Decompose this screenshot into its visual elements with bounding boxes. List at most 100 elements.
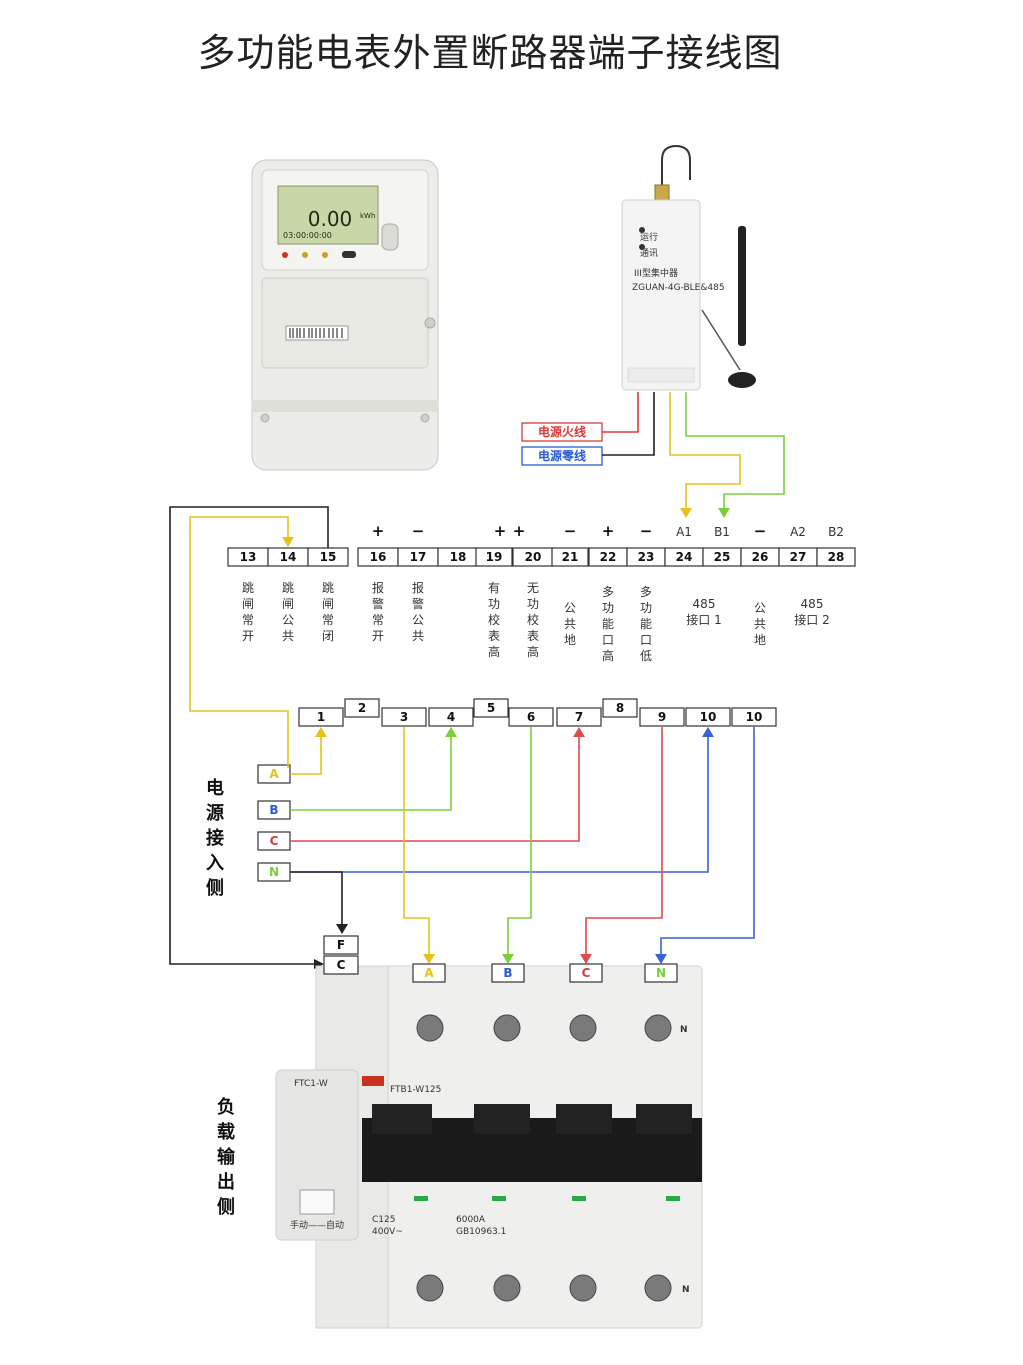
- terminal-15: 15: [307, 547, 349, 567]
- bottom-terminal-4: 4: [428, 707, 474, 727]
- terminal-number: 15: [320, 550, 337, 564]
- rs485-2-label-line1: 485: [801, 597, 824, 611]
- power-input-N: N: [257, 862, 291, 882]
- terminal-sign: A2: [790, 525, 806, 539]
- terminal-27: 27: [778, 547, 818, 567]
- rs485-1-label-line2: 接口 1: [686, 612, 721, 627]
- terminal-number: 5: [487, 701, 495, 715]
- comm-indicator-icon: [639, 244, 645, 250]
- breaker-phase-label: C: [582, 966, 591, 980]
- terminal-sign: B1: [714, 525, 730, 539]
- terminal-sign: −: [754, 522, 767, 540]
- terminal-number: 10: [700, 710, 717, 724]
- terminal-24: 24: [664, 547, 704, 567]
- power-side-char: 源: [206, 802, 224, 824]
- meter-display-sub: 03:00:00:00: [283, 231, 332, 240]
- breaker-n-mark-bottom: N: [682, 1285, 690, 1295]
- terminal-25: 25: [702, 547, 742, 567]
- trip-wiring: [169, 506, 329, 969]
- terminal-number: 8: [616, 701, 624, 715]
- barcode-icon: [289, 328, 343, 338]
- terminal-number: 21: [562, 550, 579, 564]
- phase-wiring: [290, 727, 755, 964]
- terminal-number: 26: [752, 550, 769, 564]
- terminal-sign: +: [494, 522, 507, 540]
- bottom-terminal-3: 3: [381, 707, 427, 727]
- terminal-19: 19: [475, 547, 513, 567]
- terminal-number: 1: [317, 710, 325, 724]
- terminal-sign: +: [513, 522, 526, 540]
- terminal-number: 24: [676, 550, 693, 564]
- power-side-char: 侧: [206, 878, 224, 899]
- power-neutral-label-box: 电源零线: [521, 446, 603, 466]
- terminal-number: 23: [638, 550, 655, 564]
- terminal-number: 2: [358, 701, 366, 715]
- terminal-sign: B2: [828, 525, 844, 539]
- power-live-label: 电源火线: [538, 424, 586, 439]
- breaker-phase-C: C: [569, 963, 603, 983]
- terminal-number: 17: [410, 550, 427, 564]
- breaker-right-model: FTB1-W125: [390, 1085, 441, 1095]
- breaker-n-mark-top: N: [680, 1025, 688, 1035]
- bottom-terminal-5: 5: [473, 698, 509, 718]
- terminal-label: 公共地: [564, 601, 576, 647]
- load-side-char: 出: [217, 1171, 235, 1193]
- breaker-aux-terminals: FC: [323, 935, 359, 975]
- meter-display-unit: kWh: [360, 212, 375, 220]
- meter-display-value: 0.00: [308, 207, 353, 231]
- terminal-sign: −: [412, 522, 425, 540]
- terminal-number: 20: [525, 550, 542, 564]
- load-side-char: 载: [217, 1121, 235, 1143]
- terminal-number: 27: [790, 550, 807, 564]
- terminal-sign: +: [372, 522, 385, 540]
- rs485-group-label-1: 485 接口 1: [686, 597, 721, 627]
- top-terminal-labels: 跳闸常开跳闸公共跳闸常闭报警常开报警公共有功校表高无功校表高公共地多功能口高多功…: [242, 580, 766, 663]
- terminal-number: 28: [828, 550, 845, 564]
- rs485-group-label-2: 485 接口 2: [794, 597, 829, 627]
- power-side-char: 接: [206, 827, 224, 849]
- bottom-terminal-1: 1: [298, 707, 344, 727]
- terminal-number: 3: [400, 710, 408, 724]
- breaker-phase-label: N: [656, 966, 666, 980]
- smart-meter-device: 0.00 kWh 03:00:00:00: [251, 159, 439, 471]
- terminal-21: 21: [551, 547, 589, 567]
- breaker-phase-A: A: [412, 963, 446, 983]
- bottom-terminal-7: 7: [556, 707, 602, 727]
- breaker-rating-2: 400V~: [372, 1227, 403, 1237]
- power-input-A: A: [257, 764, 291, 784]
- terminal-sign: A1: [676, 525, 692, 539]
- terminal-label: 跳闸常开: [242, 581, 254, 643]
- bottom-terminal-8: 8: [602, 698, 638, 718]
- concentrator-device: 运行 通讯 III型集中器 ZGUAN-4G-BLE&485: [621, 144, 756, 391]
- power-input-C: C: [257, 831, 291, 851]
- rs485-2-label-line2: 接口 2: [794, 612, 829, 627]
- terminal-label: 报警常开: [372, 580, 384, 643]
- load-side-char: 输: [217, 1146, 236, 1168]
- power-side-char: 入: [206, 853, 224, 874]
- run-indicator-icon: [639, 227, 645, 233]
- power-neutral-label: 电源零线: [538, 448, 586, 463]
- terminal-16: 16: [357, 547, 399, 567]
- terminal-number: 4: [447, 710, 455, 724]
- breaker-aux-F: F: [323, 935, 359, 955]
- power-input-B: B: [257, 800, 291, 820]
- terminal-label: 报警公共: [412, 580, 424, 643]
- terminal-number: 16: [370, 550, 387, 564]
- breaker-aux-label: F: [337, 938, 345, 952]
- terminal-26: 26: [740, 547, 780, 567]
- indicator-comm-label: 通讯: [640, 248, 658, 259]
- page-title: 多功能电表外置断路器端子接线图: [197, 31, 783, 75]
- bottom-terminal-10: 10: [685, 707, 731, 727]
- bottom-terminal-6: 6: [508, 707, 554, 727]
- rs485-1-label-line1: 485: [693, 597, 716, 611]
- terminal-13: 13: [227, 547, 269, 567]
- terminal-label: 多功能口高: [602, 585, 614, 663]
- breaker-aux-C: C: [323, 955, 359, 975]
- power-input-label: N: [269, 865, 279, 879]
- breaker-rating-1: C125: [372, 1215, 395, 1225]
